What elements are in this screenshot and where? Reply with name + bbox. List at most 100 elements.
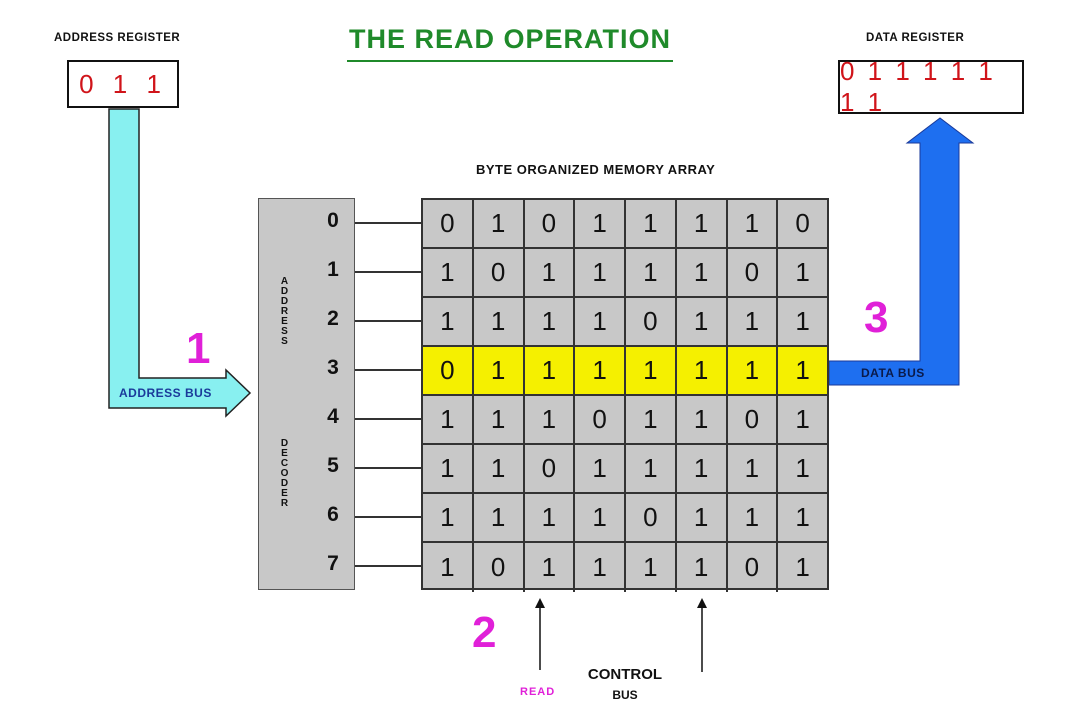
memory-cell: 1 bbox=[626, 543, 677, 592]
memory-cell: 1 bbox=[473, 200, 525, 249]
memory-cell: 1 bbox=[423, 298, 474, 347]
memory-cell: 1 bbox=[778, 249, 827, 298]
data-register-label: DATA REGISTER bbox=[866, 32, 965, 44]
decoder-text-1: ADDRESS bbox=[279, 276, 290, 346]
memory-cell: 1 bbox=[423, 396, 474, 445]
memory-cell: 0 bbox=[474, 543, 525, 592]
word-line-3 bbox=[355, 369, 423, 371]
memory-cell: 0 bbox=[778, 200, 827, 249]
memory-cell: 1 bbox=[473, 347, 525, 396]
memory-cell: 1 bbox=[626, 249, 677, 298]
memory-cell: 1 bbox=[524, 298, 576, 347]
word-line-6 bbox=[355, 516, 423, 518]
control-bus-line-2: BUS bbox=[612, 688, 638, 702]
word-line-5 bbox=[355, 467, 423, 469]
memory-cell: 1 bbox=[525, 543, 576, 592]
memory-cell: 1 bbox=[727, 494, 779, 543]
memory-cell: 1 bbox=[778, 298, 827, 347]
title-underline bbox=[347, 60, 673, 62]
memory-cell: 1 bbox=[676, 347, 728, 396]
memory-cell: 0 bbox=[727, 396, 779, 445]
memory-cell: 0 bbox=[575, 396, 626, 445]
memory-cell: 1 bbox=[575, 249, 626, 298]
memory-cell: 1 bbox=[575, 445, 626, 494]
memory-cell: 1 bbox=[473, 494, 525, 543]
word-line-2 bbox=[355, 320, 423, 322]
memory-cell: 1 bbox=[473, 298, 525, 347]
memory-cell: 1 bbox=[524, 249, 576, 298]
data-register-box: 0 1 1 1 1 1 1 1 bbox=[838, 56, 1024, 117]
memory-cell: 1 bbox=[626, 445, 677, 494]
memory-cell: 1 bbox=[423, 249, 474, 298]
data-bus-label: DATA BUS bbox=[861, 366, 925, 380]
memory-cell: 1 bbox=[626, 396, 677, 445]
memory-cell: 1 bbox=[524, 396, 576, 445]
memory-cell: 1 bbox=[676, 200, 728, 249]
decoder-word-address: ADDRESS bbox=[278, 249, 290, 373]
row-number-7: 7 bbox=[327, 552, 339, 575]
memory-cell: 1 bbox=[727, 200, 779, 249]
memory-cell: 1 bbox=[676, 445, 728, 494]
memory-cell: 0 bbox=[626, 298, 677, 347]
step-1: 1 bbox=[186, 324, 211, 373]
row-number-4: 4 bbox=[327, 405, 339, 428]
memory-cell: 0 bbox=[423, 200, 474, 249]
memory-cell: 1 bbox=[727, 298, 779, 347]
read-label: READ bbox=[520, 686, 556, 698]
memory-cell: 1 bbox=[473, 396, 525, 445]
memory-cell: 1 bbox=[473, 445, 525, 494]
memory-cell: 1 bbox=[575, 347, 626, 396]
row-number-2: 2 bbox=[327, 307, 339, 330]
memory-cell: 0 bbox=[727, 249, 779, 298]
address-register-label: ADDRESS REGISTER bbox=[54, 32, 181, 44]
memory-cell: 1 bbox=[778, 445, 827, 494]
word-line-0 bbox=[355, 222, 423, 224]
word-line-7 bbox=[355, 565, 423, 567]
address-bus-label: ADDRESS BUS bbox=[119, 386, 212, 400]
memory-cell: 1 bbox=[626, 200, 677, 249]
address-decoder: ADDRESS DECODER bbox=[258, 198, 355, 590]
memory-cell: 1 bbox=[423, 494, 474, 543]
control-bus-arrow bbox=[697, 598, 707, 672]
decoder-word-decoder: DECODER bbox=[278, 411, 290, 535]
memory-cell: 0 bbox=[524, 200, 576, 249]
memory-array-label: BYTE ORGANIZED MEMORY ARRAY bbox=[476, 162, 716, 177]
memory-cell: 1 bbox=[524, 347, 576, 396]
memory-cell: 1 bbox=[778, 347, 827, 396]
control-bus-line-1: CONTROL bbox=[587, 666, 663, 683]
memory-cell: 1 bbox=[676, 249, 728, 298]
row-number-5: 5 bbox=[327, 454, 339, 477]
memory-cell: 1 bbox=[575, 494, 626, 543]
memory-cell: 1 bbox=[727, 347, 779, 396]
memory-cell: 0 bbox=[473, 249, 525, 298]
memory-cell: 1 bbox=[676, 494, 728, 543]
row-number-0: 0 bbox=[327, 209, 339, 232]
memory-cell: 1 bbox=[795, 552, 810, 582]
memory-cell: 1 bbox=[524, 494, 576, 543]
memory-cell: 0 bbox=[423, 347, 474, 396]
memory-cell: 0 bbox=[728, 543, 779, 592]
memory-cell: 1 bbox=[676, 298, 728, 347]
memory-cell: 1 bbox=[423, 445, 474, 494]
memory-cell: 0 bbox=[626, 494, 677, 543]
memory-cell: 1 bbox=[575, 200, 626, 249]
memory-cell: 1 bbox=[626, 347, 677, 396]
word-line-4 bbox=[355, 418, 423, 420]
data-bus-arrow bbox=[828, 117, 975, 386]
row-number-3: 3 bbox=[327, 356, 339, 379]
memory-cell: 1 bbox=[676, 396, 728, 445]
diagram-title: THE READ OPERATION bbox=[348, 24, 671, 54]
memory-cell: 1 bbox=[778, 396, 827, 445]
read-arrow bbox=[535, 598, 545, 670]
memory-cell: 1 bbox=[423, 543, 474, 592]
word-line-1 bbox=[355, 271, 423, 273]
